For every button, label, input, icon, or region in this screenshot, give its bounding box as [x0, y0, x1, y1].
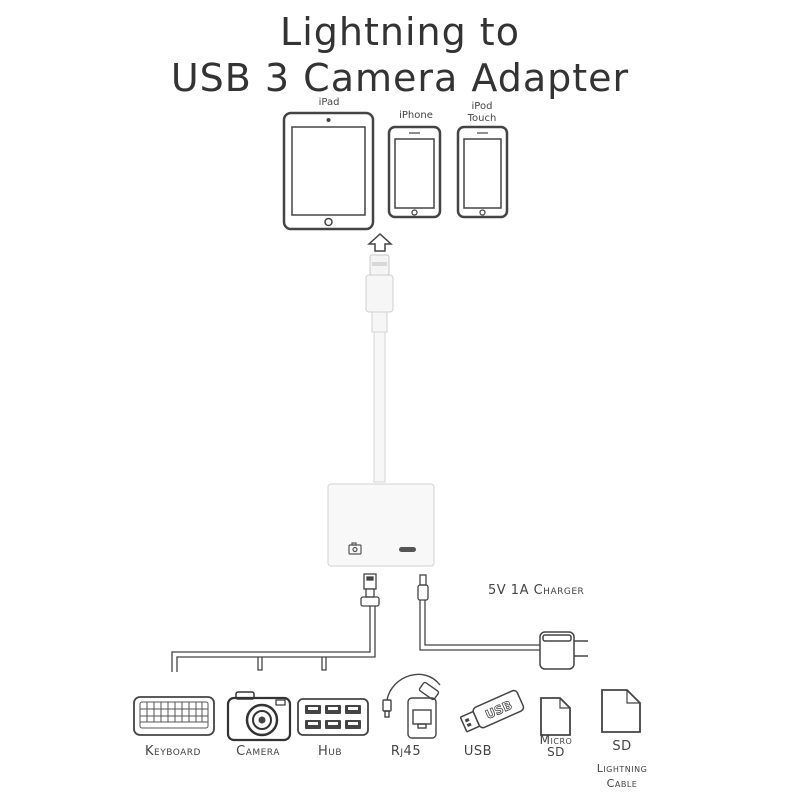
lightning-out-plug-icon — [417, 574, 429, 601]
ipod-touch-icon — [456, 125, 509, 219]
charger-plug-icon — [539, 631, 588, 670]
camera-port-icon — [348, 542, 362, 555]
rj45-label: Rj45 — [390, 744, 422, 759]
connector-lines — [171, 600, 540, 672]
keyboard-icon — [133, 696, 215, 736]
micro-sd-label-line-2: SD — [547, 745, 565, 759]
camera-label: Camera — [236, 744, 280, 759]
lightning-cable-label-line-2: Cable — [606, 777, 638, 790]
iphone-icon — [387, 125, 442, 219]
usb-stick-icon: USB — [459, 689, 525, 733]
ipod-label-line-1: iPod — [471, 101, 493, 112]
title-line-1: Lightning to — [280, 10, 520, 54]
camera-icon — [226, 691, 292, 742]
adapter-body — [327, 483, 435, 567]
sd-card-corner — [626, 690, 640, 704]
hub-label: Hub — [317, 744, 343, 759]
lightning-cable-label-line-1: Lightning — [596, 762, 648, 775]
sd-card-icon — [601, 689, 641, 733]
up-arrow-icon — [367, 232, 393, 252]
title-line-2: USB 3 Camera Adapter — [170, 56, 630, 100]
adapter-cable — [373, 331, 386, 483]
ipad-label: iPad — [318, 97, 340, 108]
lightning-port-icon — [399, 547, 416, 552]
usb-plug-icon — [360, 573, 380, 607]
micro-sd-card-corner — [559, 698, 570, 709]
ipad-icon — [282, 111, 375, 231]
lightning-plug — [365, 254, 394, 333]
sd-label: SD — [612, 739, 632, 754]
charger-label: 5V 1A Charger — [488, 583, 585, 598]
micro-sd-card-icon — [540, 697, 571, 736]
ipod-label-line-2: Touch — [467, 113, 497, 124]
iphone-label: iPhone — [399, 110, 433, 121]
usb-label: USB — [463, 744, 493, 759]
rj45-adapter-icon — [382, 673, 441, 739]
micro-sd-label-line-1: Micro — [539, 733, 573, 747]
hub-icon — [297, 698, 369, 736]
keyboard-label: Keyboard — [145, 744, 201, 759]
